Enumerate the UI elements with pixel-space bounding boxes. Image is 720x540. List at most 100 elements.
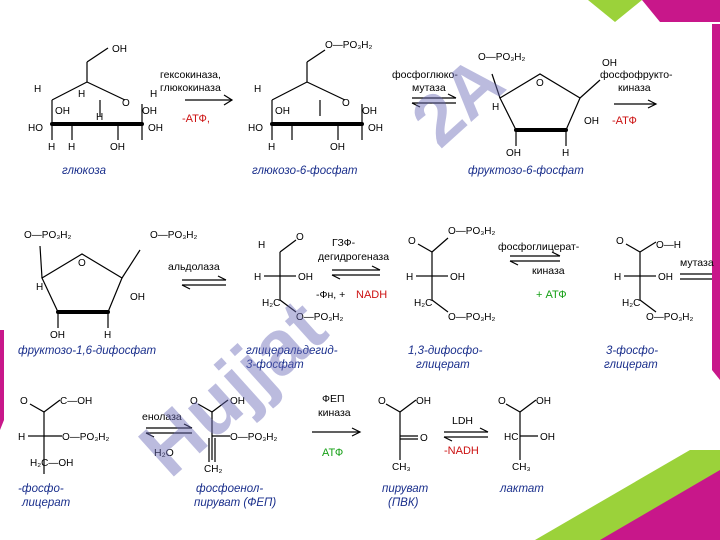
f6p-oh-top: OH <box>602 58 617 69</box>
gapdh-cofactor-pi: -Фн, + <box>316 289 345 301</box>
pg2-h-mid: H <box>18 432 25 443</box>
arrow-gapdh <box>331 265 381 280</box>
lactate-ch3: CH₃ <box>512 462 531 473</box>
f6p-ring-o: O <box>536 78 544 89</box>
phosphofructokinase-line1: фосфофрукто- <box>600 69 673 81</box>
glucose-h-bot2: H <box>68 142 75 153</box>
f16bp-oh-mid: OH <box>130 292 145 303</box>
pep-oh-top: OH <box>230 396 245 407</box>
top-right-magenta-band <box>642 0 720 22</box>
g6p-oh-bot: OH <box>330 142 345 153</box>
glucose-h2: H <box>78 89 85 100</box>
f16bp-phosphate-left: O—PO₃H₂ <box>24 230 72 241</box>
lactate-o-left: O <box>498 396 506 407</box>
pg2-caption-2: лицерат <box>21 497 71 509</box>
gap-structure: H O H OH H₂C O—PO₃H₂ <box>254 232 344 323</box>
f6p-h-bot: H <box>562 148 569 159</box>
arrow-hexokinase <box>185 94 234 106</box>
pyruvate-caption-1: пируват <box>382 483 429 495</box>
glucose-caption: глюкоза <box>62 165 106 177</box>
hexokinase-label: гексокиназа, <box>160 69 221 81</box>
enolase-water: H₂O <box>154 447 174 459</box>
pep-ch2: CH₂ <box>204 464 222 475</box>
pg2-structure: C—OH O H O—PO₃H₂ H₂C—OH <box>18 396 110 474</box>
pk-line2: киназа <box>318 407 351 419</box>
enolase-label: енолаза <box>142 411 182 423</box>
gap-caption-2: 3-фосфат <box>246 359 304 371</box>
gap-caption-1: глицеральдегид- <box>246 345 338 357</box>
bpg13-phosphate-top: O—PO₃H₂ <box>448 226 496 237</box>
arrow-aldolase <box>181 275 227 290</box>
atp-consumed-2: -АТФ <box>612 115 637 127</box>
gapdh-line2: дегидрогеназа <box>318 251 389 263</box>
pep-o-left: O <box>190 396 198 407</box>
glucose-h1: H <box>34 84 41 95</box>
pep-phosphate: O—PO₃H₂ <box>230 432 278 443</box>
left-magenta-sliver <box>0 330 4 430</box>
g6p-ho: HO <box>248 123 263 134</box>
bpg13-oh-mid: OH <box>450 272 465 283</box>
pg2-h2c: H₂C—OH <box>30 458 73 469</box>
g6p-oh1: OH <box>275 106 290 117</box>
f6p-oh-mid: OH <box>584 116 599 127</box>
pep-caption-1: фосфоенол- <box>196 483 263 495</box>
lactate-hc: HC <box>504 432 518 443</box>
g6p-phosphate-group: O—PO₃H₂ <box>325 40 373 51</box>
f6p-h1: H <box>492 102 499 113</box>
f16bp-ring-o: O <box>78 258 86 269</box>
glucose-structure: O OH H H H OH H OH HO OH H OH H <box>28 44 163 153</box>
pg2-phosphate: O—PO₃H₂ <box>62 432 110 443</box>
mutase-label: мутаза <box>680 257 714 269</box>
g6p-structure: O O—PO₃H₂ H OH OH HO OH H OH <box>248 40 383 153</box>
glucose-oh-bot: OH <box>110 142 125 153</box>
f16bp-phosphate-right: O—PO₃H₂ <box>150 230 198 241</box>
pg3-o-left: O <box>616 236 624 247</box>
g6p-h-bot: H <box>268 142 275 153</box>
gap-h-mid: H <box>254 272 261 283</box>
glucose-h-bot1: H <box>48 142 55 153</box>
f16bp-h-bot: H <box>104 330 111 341</box>
bpg13-o-left: O <box>408 236 416 247</box>
pk-line1: ФЕП <box>322 393 345 405</box>
pep-caption-2: пируват (ФЕП) <box>194 497 276 509</box>
arrow-enolase <box>145 423 193 438</box>
f16bp-oh-bot: OH <box>50 330 65 341</box>
glucose-oh-top: OH <box>112 44 127 55</box>
gap-h2c: H₂C <box>262 298 280 309</box>
glucose-ring-o: O <box>122 98 130 109</box>
pyruvate-caption-2: (ПВК) <box>388 497 419 509</box>
pg3-h2c: H₂C <box>622 298 640 309</box>
bpg13-structure: O—PO₃H₂ O H OH H₂C O—PO₃H₂ <box>406 226 496 323</box>
gap-o-top: O <box>296 232 304 243</box>
g6p-h1: H <box>254 84 261 95</box>
pg3-phosphate: O—PO₃H₂ <box>646 312 694 323</box>
phosphoglucomutase-line2: мутаза <box>412 82 446 94</box>
glucose-ho-left: HO <box>28 123 43 134</box>
pyruvate-ch3: CH₃ <box>392 462 411 473</box>
bpg13-h2c: H₂C <box>414 298 432 309</box>
right-magenta-bar <box>712 24 720 380</box>
arrow-pgk <box>509 251 561 266</box>
bpg13-caption-2: глицерат <box>416 359 470 371</box>
glucokinase-label: глюкокиназа <box>160 82 221 94</box>
g6p-ring-o: O <box>342 98 350 109</box>
pg3-oh-mid: OH <box>658 272 673 283</box>
pgk-line2: киназа <box>532 265 565 277</box>
glucose-h-mid: H <box>96 112 103 123</box>
pg3-oh-top: O—H <box>656 240 681 251</box>
lactate-structure: OH O HC OH CH₃ <box>498 396 555 473</box>
bpg13-phosphate-bot: O—PO₃H₂ <box>448 312 496 323</box>
gap-oh-mid: OH <box>298 272 313 283</box>
glucose-h3: H <box>150 89 157 100</box>
pk-atp-produced: АТФ <box>322 447 343 459</box>
pg2-o-left: O <box>20 396 28 407</box>
g6p-oh2: OH <box>362 106 377 117</box>
pyruvate-oh: OH <box>416 396 431 407</box>
glucose-oh-mid1: OH <box>55 106 70 117</box>
ldh-nadh: -NADH <box>444 445 479 457</box>
pg3-caption-1: 3-фосфо- <box>606 345 658 357</box>
pyruvate-o-left: O <box>378 396 386 407</box>
pyruvate-o-keto: O <box>420 433 428 444</box>
